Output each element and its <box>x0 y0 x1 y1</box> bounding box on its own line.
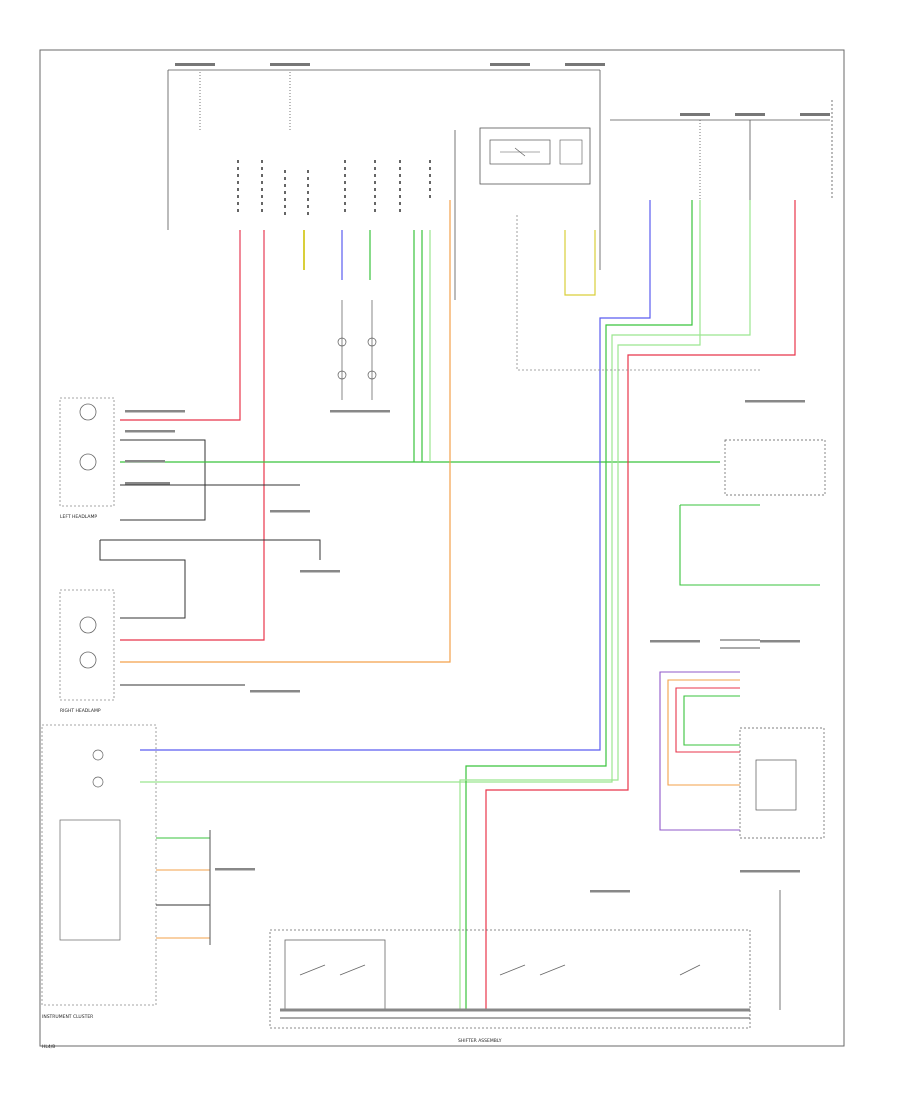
wire-red-2 <box>120 230 265 641</box>
right-components <box>679 439 826 839</box>
wire-blue <box>140 200 651 751</box>
connector-icon <box>237 160 431 215</box>
left-headlamp-label: LEFT HEADLAMP <box>60 514 97 520</box>
cluster-connector-wires <box>156 830 211 945</box>
shifter-assembly <box>269 929 751 1029</box>
switch-icon <box>299 964 701 976</box>
diagram-border <box>39 49 845 1047</box>
shifter-assembly-label: SHIFTER ASSEMBLY <box>458 1038 502 1044</box>
relay-icon <box>479 127 591 185</box>
ground-icon <box>337 300 377 400</box>
wire-orange <box>120 200 451 663</box>
right-headlamp: RIGHT HEADLAMP <box>59 589 115 714</box>
right-colored-wires <box>659 671 740 831</box>
headlamp-bulb-icon <box>79 616 97 669</box>
instrument-cluster-label: INSTRUMENT CLUSTER <box>42 1014 93 1020</box>
left-headlamp: LEFT HEADLAMP <box>59 397 115 520</box>
wire-green-2 <box>140 200 751 783</box>
right-headlamp-label: RIGHT HEADLAMP <box>60 708 101 714</box>
wires-black <box>99 439 321 686</box>
wire-red-1 <box>120 230 241 421</box>
wire-pink <box>485 200 796 1010</box>
footer-code: HL4/8 <box>42 1044 55 1050</box>
top-fuse-area <box>167 69 833 300</box>
instrument-cluster: INSTRUMENT CLUSTER <box>41 724 157 1020</box>
headlamp-bulb-icon <box>79 403 97 471</box>
